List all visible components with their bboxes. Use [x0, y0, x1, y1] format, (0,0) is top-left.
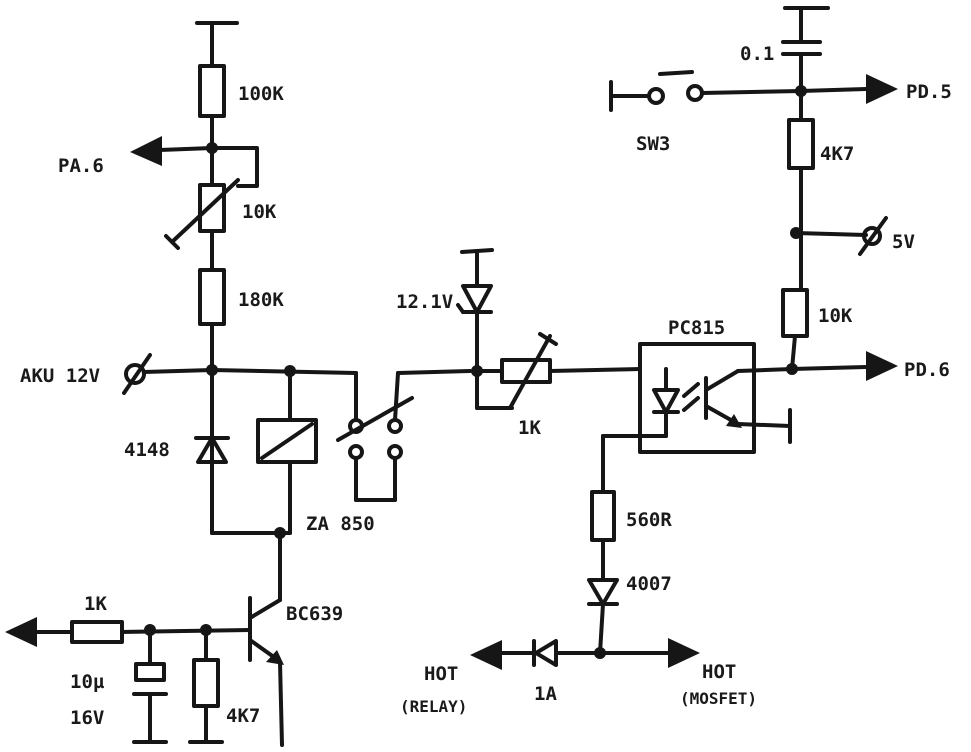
label-pc815: PC815: [668, 317, 725, 339]
pot-wiper-wire: [210, 146, 259, 188]
label-4k7-base: 4K7: [226, 705, 260, 727]
label-hot-mosfet-2: (MOSFET): [680, 689, 757, 708]
label-4148: 4148: [124, 439, 170, 461]
label-100k: 100K: [238, 83, 284, 105]
relay-coil-box: [256, 418, 318, 464]
left-resistor-chain: [130, 21, 259, 535]
transistor-bc639: [248, 531, 284, 747]
resistor-10k: [781, 288, 809, 338]
arrow-left-input: [5, 617, 37, 647]
label-16v: 16V: [70, 707, 104, 729]
label-za850: ZA 850: [306, 513, 375, 535]
potentiometer-1k: [475, 332, 642, 410]
arrow-pd5: [866, 74, 898, 104]
label-4k7-top: 4K7: [820, 143, 854, 165]
diode-4007: [587, 578, 619, 606]
terminal-5v: [862, 226, 882, 246]
base-network: [5, 617, 252, 744]
relay-contacts: [336, 369, 472, 502]
label-hot-mosfet-1: HOT: [702, 661, 736, 683]
label-hot-relay-1: HOT: [424, 663, 458, 685]
diode-1a: [534, 639, 558, 667]
potentiometer-10k: [198, 183, 226, 233]
capacitor-10u: [134, 662, 166, 682]
label-180k: 180K: [238, 289, 284, 311]
relay-coil: [256, 369, 318, 535]
label-1k-base: 1K: [84, 593, 107, 615]
label-pd6: PD.6: [904, 359, 950, 381]
resistor-560r: [590, 490, 616, 542]
resistor-100k: [198, 64, 226, 118]
label-12v1: 12.1V: [396, 291, 453, 313]
label-10k-pot: 10K: [242, 201, 277, 223]
aku-terminal: [122, 353, 214, 395]
label-4007: 4007: [626, 573, 672, 595]
resistor-1k-base: [70, 620, 124, 644]
label-pd5: PD.5: [906, 81, 952, 103]
label-5v: 5V: [892, 231, 915, 253]
resistor-4k7-top: [787, 118, 815, 170]
optocoupler-pc815: [601, 342, 794, 454]
switch-sw3-lever: [658, 70, 694, 76]
label-10u: 10µ: [70, 671, 105, 693]
label-1k-pot: 1K: [518, 417, 541, 439]
resistor-180k: [198, 268, 226, 326]
label-bc639: BC639: [286, 603, 343, 625]
label-10k: 10K: [818, 305, 853, 327]
pot-10k-arrow: [170, 178, 240, 244]
label-560r: 560R: [626, 509, 672, 531]
zener-branch: [456, 248, 494, 377]
diode-4148: [194, 436, 230, 464]
label-aku-12v: AKU 12V: [20, 365, 100, 387]
label-1a: 1A: [534, 683, 557, 705]
hot-chain: [470, 434, 700, 670]
opto-package: [638, 342, 756, 454]
label-sw3: SW3: [636, 133, 670, 155]
resistor-4k7-base: [192, 658, 220, 708]
aku-rail: [210, 368, 358, 375]
label-pa6: PA.6: [58, 155, 104, 177]
arrow-pd6: [866, 351, 898, 381]
label-hot-relay-2: (RELAY): [400, 697, 467, 716]
arrow-hot-mosfet: [668, 638, 700, 668]
right-chain: [609, 6, 898, 381]
arrow-pa6: [130, 136, 162, 166]
label-0.1: 0.1: [740, 43, 774, 65]
arrow-hot-relay: [470, 640, 502, 670]
